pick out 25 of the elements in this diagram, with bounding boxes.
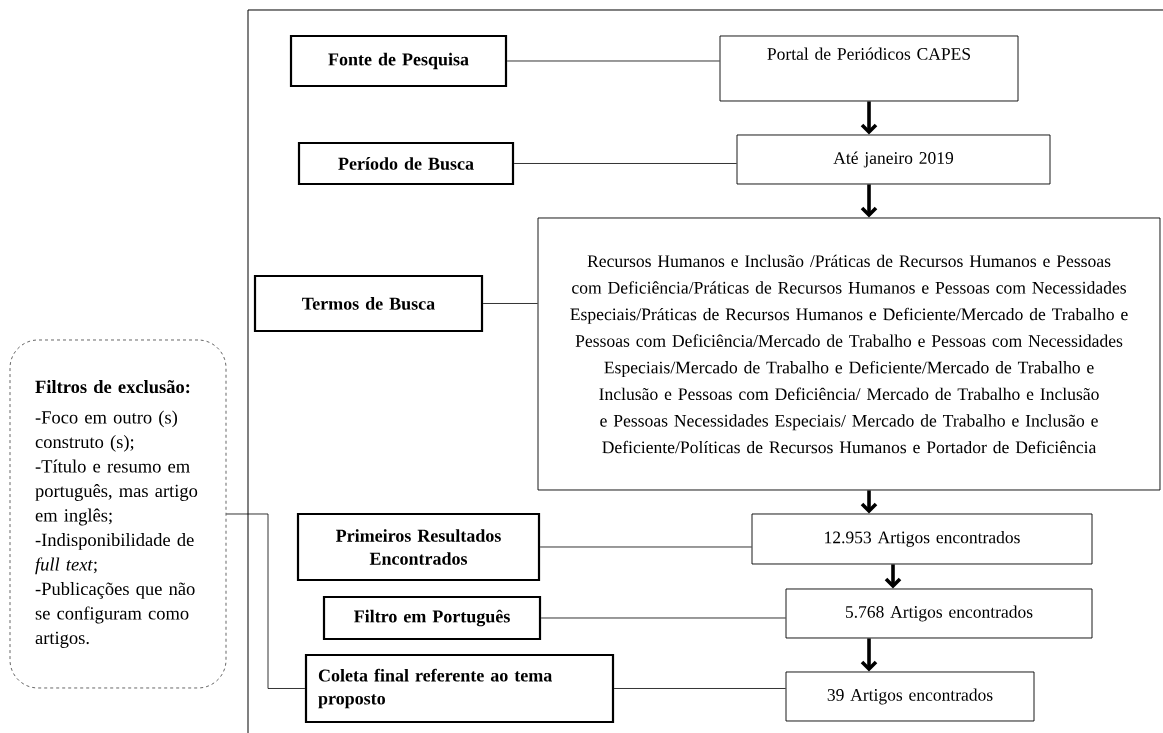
heading-box: Fonte de Pesquisa	[289, 34, 508, 88]
value-box: 5.768 Artigos encontrados	[785, 588, 1093, 639]
connector-line	[540, 617, 786, 619]
heading-box: Termos de Busca	[253, 274, 484, 333]
connector-line	[506, 60, 720, 62]
heading-box: Filtro em Português	[322, 595, 542, 641]
arrow	[860, 490, 878, 514]
value-box: Portal de Periódicos CAPES	[719, 35, 1019, 102]
connector-line	[482, 303, 538, 304]
value-box: 12.953 Artigos encontrados	[751, 513, 1093, 565]
heading-box: Período de Busca	[297, 141, 515, 186]
arrow	[860, 184, 878, 218]
arrow	[860, 101, 878, 135]
arrow	[860, 638, 878, 672]
value-box: Até janeiro 2019	[736, 134, 1051, 185]
heading-box: Primeiros Resultados Encontrados	[296, 512, 541, 582]
value-box: Recursos Humanos e Inclusão /Práticas de Recursos Humanos e Pessoas com Deficiência/Práticas de Recursos Humanos e Pessoas com Necessidades Especiais/Práticas de Recursos Humanos e Deficiente/Mercado de Trabalho e Pessoas com Deficiência/Mercado de Trabalho e Pessoas com Necessidades Especiais/Mercado de Trabalho e Deficiente/Mercado de Trabalho e Inclusão e Pessoas com Deficiência/ Mercado de Trabalho e Inclusão e Pessoas Necessidades Especiais/ Mercado de Trabalho e Inclusão e Deficiente/Políticas de Recursos Humanos e Portador de Deficiência	[537, 217, 1161, 491]
value-box: 39 Artigos encontrados	[785, 671, 1035, 722]
connector-line	[539, 546, 752, 548]
note-box: Filtros de exclusão: -Foco em outro (s) construto (s); -Título e resumo em português, mas artigo em inglês; -Indisponibilidade de full text; -Publicações que não se configuram como artigos.	[9, 339, 227, 689]
arrow	[884, 564, 902, 589]
connector-line	[513, 163, 737, 164]
connector-line	[613, 688, 786, 689]
heading-box: Coleta final referente ao tema proposto	[304, 653, 615, 724]
connector-line	[225, 513, 306, 689]
